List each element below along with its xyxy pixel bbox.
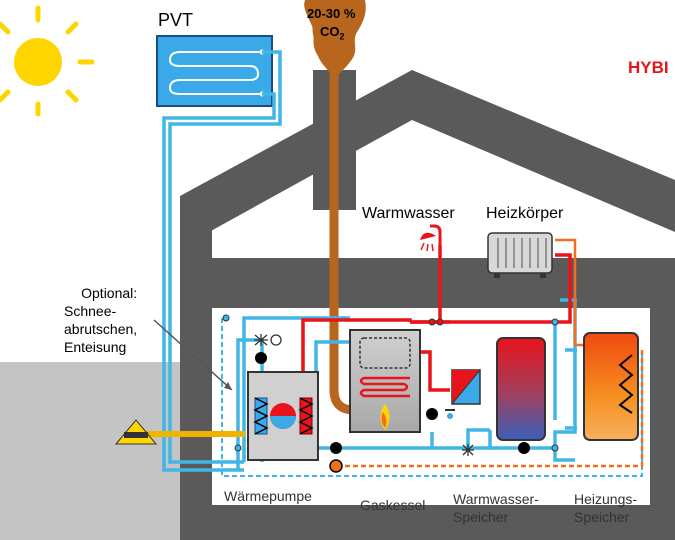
co2-subscript: 2 (339, 31, 345, 42)
hz-speicher-line2: Speicher (574, 509, 630, 525)
pvt-panel-icon (156, 35, 273, 107)
return-pipes (345, 238, 644, 468)
hot-water-tank (496, 337, 546, 441)
buffer-tank (583, 332, 639, 441)
annotation-arrow (153, 319, 233, 391)
roof (180, 70, 675, 248)
emission-label-co2: CO2 (320, 24, 345, 42)
optional-note-line2: Schnee- (64, 303, 117, 319)
gaskessel-label: Gaskessel (360, 497, 426, 513)
optional-note-line1: Optional: (81, 285, 138, 301)
shower-icon (420, 224, 442, 252)
optional-note-line3: abrutschen, (64, 321, 138, 337)
brand-label: HYBI (628, 58, 669, 77)
emission-label-percent: 20-30 % (307, 6, 356, 21)
house-foundation (180, 505, 675, 540)
annotation-arrowhead (224, 382, 232, 390)
ground (0, 362, 183, 540)
warmwasser-label: Warmwasser (362, 205, 455, 222)
hz-speicher-label: Heizungs- Speicher (574, 490, 637, 526)
sun-icon (0, 5, 95, 117)
ww-speicher-label: Warmwasser- Speicher (453, 490, 539, 526)
floor-upper (180, 258, 675, 288)
optional-loop-pipe (221, 318, 643, 477)
hz-speicher-line1: Heizungs- (574, 491, 638, 507)
flue-pipe (304, 0, 366, 415)
ww-speicher-line1: Warmwasser- (453, 491, 539, 507)
optional-note: Optional: Schnee- abrutschen, Enteisung (64, 284, 137, 356)
pipe-connectors (222, 314, 559, 452)
gas-boiler-unit (349, 329, 421, 433)
co2-text: CO (320, 24, 340, 39)
valve-icon (254, 334, 474, 456)
heat-pump-unit (247, 371, 319, 461)
ww-speicher-line2: Speicher (453, 509, 509, 525)
ground-probe-icon (114, 419, 245, 445)
radiator-icon (487, 232, 553, 278)
pvt-label: PVT (158, 10, 194, 30)
pump-icon (255, 352, 530, 473)
house (180, 70, 675, 540)
heizkoerper-label: Heizkörper (486, 205, 564, 222)
waermepumpe-label: Wärmepumpe (224, 488, 312, 504)
optional-note-line4: Enteisung (64, 339, 127, 355)
heat-exchanger-icon (445, 369, 481, 419)
floor-lower (180, 288, 675, 308)
house-wall-right (650, 308, 675, 508)
